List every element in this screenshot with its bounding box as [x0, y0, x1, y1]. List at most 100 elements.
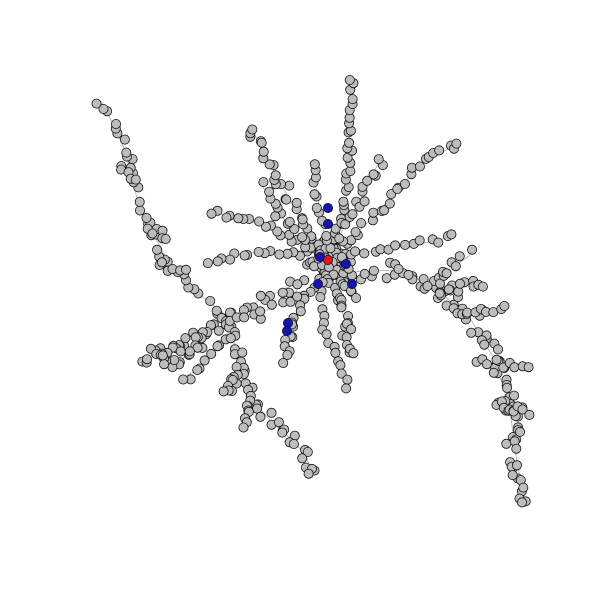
graph-node — [288, 438, 299, 449]
highlighted-node — [322, 218, 333, 229]
graph-node — [511, 443, 522, 454]
graph-node — [433, 237, 444, 248]
graph-node — [399, 178, 410, 189]
graph-node — [274, 249, 285, 260]
graph-node — [454, 278, 465, 289]
graph-node — [270, 170, 281, 181]
graph-node — [297, 214, 308, 225]
graph-node — [403, 269, 414, 280]
graph-node — [347, 94, 358, 105]
graph-node — [199, 355, 210, 366]
graph-node — [348, 348, 359, 359]
graph-node — [292, 279, 303, 290]
graph-node — [517, 404, 528, 415]
highlighted-node — [312, 278, 323, 289]
graph-node — [518, 482, 529, 493]
graph-node — [156, 257, 167, 268]
graph-node — [356, 218, 367, 229]
graph-node — [239, 312, 250, 323]
graph-node — [292, 291, 303, 302]
graph-node — [392, 183, 403, 194]
graph-node — [121, 147, 132, 158]
graph-node — [256, 137, 267, 148]
graph-node — [130, 174, 141, 185]
graph-node — [414, 235, 425, 246]
graph-node — [446, 229, 457, 240]
graph-node — [237, 347, 248, 358]
graph-node — [159, 359, 170, 370]
graph-node — [141, 354, 152, 365]
graph-node — [334, 233, 345, 244]
graph-node — [359, 196, 370, 207]
graph-node — [277, 287, 288, 298]
graph-node — [350, 246, 361, 257]
graph-node — [347, 209, 358, 220]
graph-node — [297, 232, 308, 243]
graph-node — [134, 205, 145, 216]
graph-node — [284, 180, 295, 191]
graph-node — [359, 248, 370, 259]
highlighted-node — [340, 258, 351, 269]
graph-node — [338, 196, 349, 207]
graph-node — [260, 221, 271, 232]
graph-node — [368, 265, 379, 276]
graph-node — [152, 244, 163, 255]
graph-node — [91, 98, 102, 109]
graph-node — [507, 470, 518, 481]
graph-node — [350, 226, 361, 237]
graph-node — [291, 197, 302, 208]
graph-node — [434, 288, 445, 299]
graph-node — [218, 386, 229, 397]
graph-node — [309, 189, 320, 200]
graph-node — [441, 268, 452, 279]
graph-node — [212, 256, 223, 267]
graph-node — [509, 390, 520, 401]
graph-node — [278, 357, 289, 368]
graph-node — [321, 230, 332, 241]
graph-node — [344, 137, 355, 148]
graph-node — [281, 194, 292, 205]
highlighted-node — [281, 325, 292, 336]
graph-node — [501, 438, 512, 449]
graph-node — [359, 268, 370, 279]
graph-node — [517, 497, 528, 508]
graph-node — [266, 407, 277, 418]
graph-node — [342, 374, 353, 385]
graph-node — [302, 446, 313, 457]
node-layer — [91, 75, 535, 508]
graph-node — [481, 359, 492, 370]
graph-node — [192, 364, 203, 375]
graph-node — [373, 154, 384, 165]
graph-node — [254, 216, 265, 227]
graph-node — [351, 292, 362, 303]
graph-node — [509, 362, 520, 373]
graph-node — [258, 177, 269, 188]
graph-node — [184, 346, 195, 357]
graph-node — [169, 355, 180, 366]
graph-node — [499, 300, 510, 311]
graph-node — [336, 368, 347, 379]
graph-node — [206, 208, 217, 219]
graph-node — [289, 223, 300, 234]
graph-node — [309, 159, 320, 170]
graph-node — [479, 339, 490, 350]
graph-node — [264, 186, 275, 197]
graph-node — [443, 284, 454, 295]
graph-node — [340, 219, 351, 230]
graph-node — [238, 422, 249, 433]
graph-node — [277, 427, 288, 438]
graph-node — [393, 263, 404, 274]
graph-node — [205, 295, 216, 306]
graph-node — [346, 324, 357, 335]
graph-node — [492, 344, 503, 355]
graph-node — [368, 207, 379, 218]
graph-node — [213, 325, 224, 336]
graph-node — [225, 333, 236, 344]
graph-node — [233, 213, 244, 224]
graph-node — [211, 305, 222, 316]
graph-node — [221, 212, 232, 223]
root-node — [322, 254, 333, 265]
graph-node — [488, 367, 499, 378]
